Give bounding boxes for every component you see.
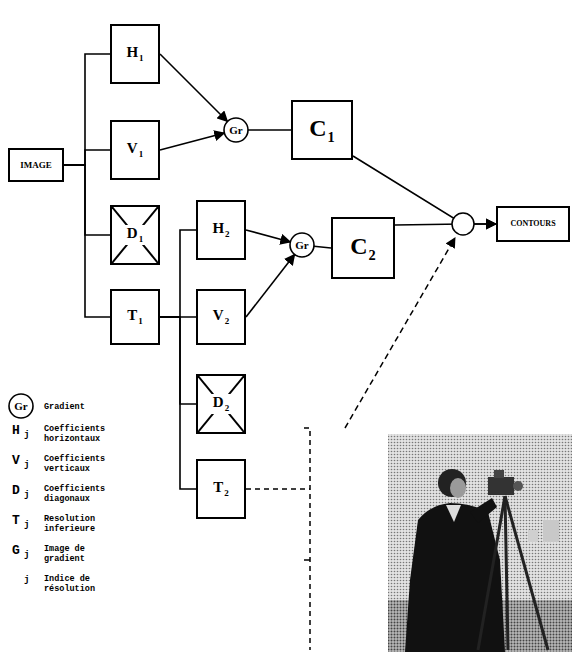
merge-circle (452, 213, 474, 235)
legend-symbol: j (24, 551, 29, 560)
legend-symbol: V (12, 454, 20, 467)
connector (160, 133, 224, 150)
resolution-box: T2 (196, 459, 246, 519)
node-label: IMAGE (20, 160, 52, 170)
subscript-index: 1 (139, 53, 144, 63)
connector (64, 54, 110, 165)
node-text: T2 (213, 480, 229, 498)
gradient-circle: Gr (223, 117, 249, 143)
connector (160, 317, 196, 489)
connector (246, 230, 290, 242)
node-text: CONTOURS (510, 220, 555, 228)
connector (314, 246, 331, 248)
node-label: Gr (14, 400, 27, 412)
subscript-index: 1 (139, 149, 144, 159)
subscript-index: 1 (328, 129, 335, 145)
legend-text: Gradient (44, 402, 116, 412)
legend-text: Coefficients verticaux (44, 454, 116, 474)
contour-box: C1 (291, 100, 353, 160)
node-text: C1 (309, 116, 335, 144)
dashed-bracket (304, 428, 310, 650)
legend-symbol: G (12, 544, 20, 557)
coefficient-box: H1 (110, 24, 160, 84)
legend-symbol: H (12, 424, 20, 437)
legend-symbol: j (24, 491, 29, 500)
node-text: IMAGE (20, 161, 52, 170)
connector (160, 54, 228, 122)
node-label: C (309, 115, 326, 141)
legend-text: Resolution inferieure (44, 514, 116, 534)
coefficient-box: H2 (196, 200, 246, 260)
node-text: V2 (213, 308, 229, 326)
subscript-index: 2 (225, 403, 230, 413)
node-text: H2 (212, 221, 229, 239)
input-box: IMAGE (8, 148, 64, 182)
legend-text: Coefficients horizontaux (44, 424, 116, 444)
node-text: C2 (350, 234, 376, 262)
subscript-index: 1 (139, 234, 144, 244)
subscript-index: 2 (225, 229, 230, 239)
connector (64, 150, 110, 165)
node-label: H (212, 220, 224, 236)
node-label: T (213, 479, 223, 495)
discarded-box: D2 (196, 374, 246, 434)
node-label: Gr (295, 239, 308, 251)
legend-text: Coefficients diagonaux (44, 484, 116, 504)
connector (64, 165, 110, 235)
subscript-index: 1 (138, 316, 143, 326)
connector (246, 255, 295, 318)
legend-gradient-circle: Gr (8, 393, 34, 419)
legend-text: Indice de résolution (44, 574, 116, 594)
legend-symbol: T (12, 514, 20, 527)
bracket-tick (304, 559, 310, 561)
dashed-continuation (246, 488, 310, 490)
node-text: H1 (126, 45, 143, 63)
node-label: T (127, 307, 137, 323)
resolution-box: T1 (110, 289, 160, 345)
connector (395, 224, 496, 225)
legend-text: Image de gradient (44, 544, 116, 564)
legend-symbol: j (24, 521, 29, 530)
node-label: H (126, 44, 138, 60)
gradient-circle: Gr (289, 232, 315, 258)
coefficient-box: V1 (110, 120, 160, 180)
output-box: CONTOURS (496, 206, 570, 242)
node-text: D1 (125, 225, 145, 245)
connector (353, 156, 496, 224)
node-label: D (213, 394, 224, 410)
discarded-box: D1 (110, 205, 160, 265)
subscript-index: 2 (225, 316, 230, 326)
connector (160, 230, 196, 317)
node-label: V (213, 307, 224, 323)
legend-symbol: D (12, 484, 20, 497)
node-text: Gr (295, 240, 308, 251)
connector (64, 165, 110, 317)
connector (160, 317, 196, 404)
node-label: CONTOURS (510, 219, 555, 228)
node-text: Gr (14, 401, 27, 412)
cameraman-photo (388, 434, 572, 652)
node-label: D (127, 225, 138, 241)
node-text: Gr (229, 125, 242, 136)
subscript-index: 2 (369, 247, 376, 263)
node-label: C (350, 233, 367, 259)
node-label: V (127, 140, 138, 156)
node-label: Gr (229, 124, 242, 136)
legend-symbol: j (24, 431, 29, 440)
node-text: T1 (127, 308, 143, 326)
connector (248, 129, 291, 131)
coefficient-box: V2 (196, 289, 246, 345)
node-text: V1 (127, 141, 143, 159)
legend-symbol: j (24, 461, 29, 470)
contour-box: C2 (331, 217, 395, 279)
node-text: D2 (211, 394, 231, 414)
legend-symbol: j (24, 576, 29, 585)
subscript-index: 2 (224, 488, 229, 498)
